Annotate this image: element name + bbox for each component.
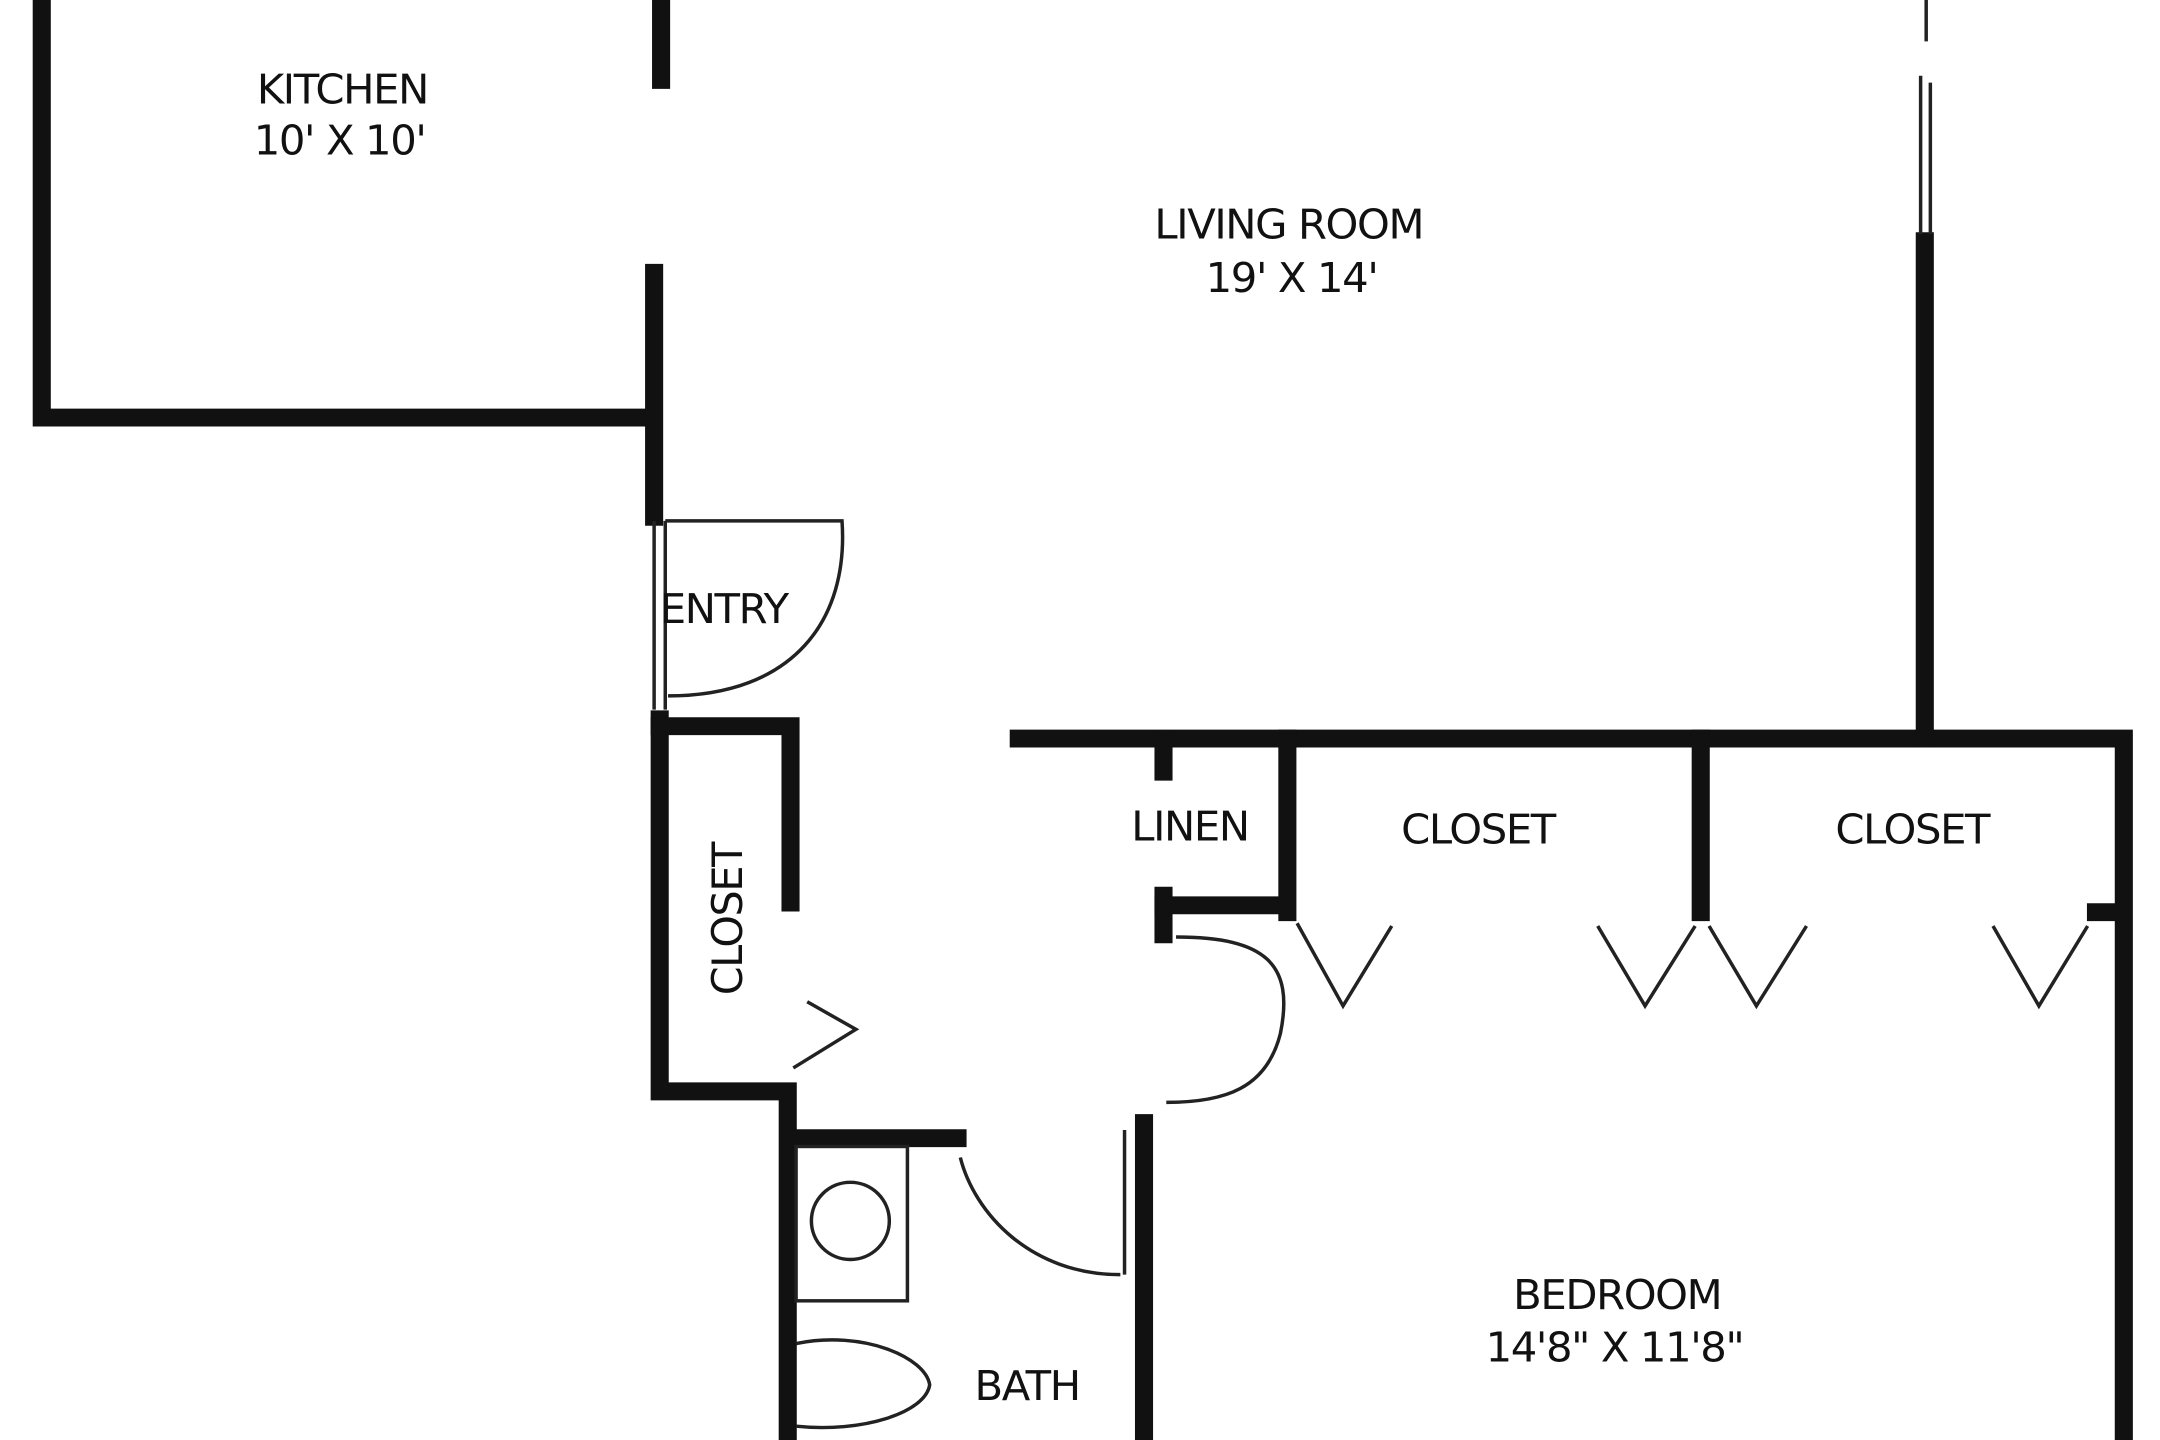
closet-bifold-icon bbox=[792, 1000, 860, 1070]
walls bbox=[32, 0, 2133, 1440]
bifold-icon bbox=[1295, 922, 1394, 1010]
thin-lines bbox=[652, 0, 1933, 1275]
bedroom-size: 14'8" X 11'8" bbox=[1486, 1323, 1744, 1372]
hall-closet-label: CLOSET bbox=[703, 841, 752, 995]
bifold-icon bbox=[1707, 925, 1808, 1010]
linen-door-icon bbox=[1166, 935, 1286, 1105]
bath-fixtures bbox=[794, 1144, 932, 1430]
linen-label: LINEN bbox=[1131, 802, 1248, 851]
bifold-icon bbox=[1991, 925, 2090, 1010]
toilet-icon bbox=[795, 1338, 932, 1430]
entry-door-icon bbox=[665, 519, 845, 698]
living-room-label: LIVING ROOM bbox=[1154, 200, 1423, 249]
bath-door-icon bbox=[958, 1157, 1121, 1277]
closet-1-label: CLOSET bbox=[1401, 805, 1557, 854]
bifold-doors bbox=[792, 922, 2090, 1070]
entry-label: ENTRY bbox=[660, 584, 790, 633]
closet-2-label: CLOSET bbox=[1835, 805, 1991, 854]
door-swings bbox=[665, 519, 1286, 1277]
kitchen-size: 10' X 10' bbox=[254, 116, 426, 165]
sink-icon bbox=[794, 1144, 910, 1303]
bifold-icon bbox=[1596, 925, 1697, 1010]
sink-basin-icon bbox=[809, 1180, 892, 1262]
kitchen-label: KITCHEN bbox=[257, 65, 428, 114]
bath-label: BATH bbox=[974, 1361, 1079, 1410]
living-room-size: 19' X 14' bbox=[1206, 253, 1378, 302]
bedroom-label: BEDROOM bbox=[1513, 1270, 1721, 1319]
